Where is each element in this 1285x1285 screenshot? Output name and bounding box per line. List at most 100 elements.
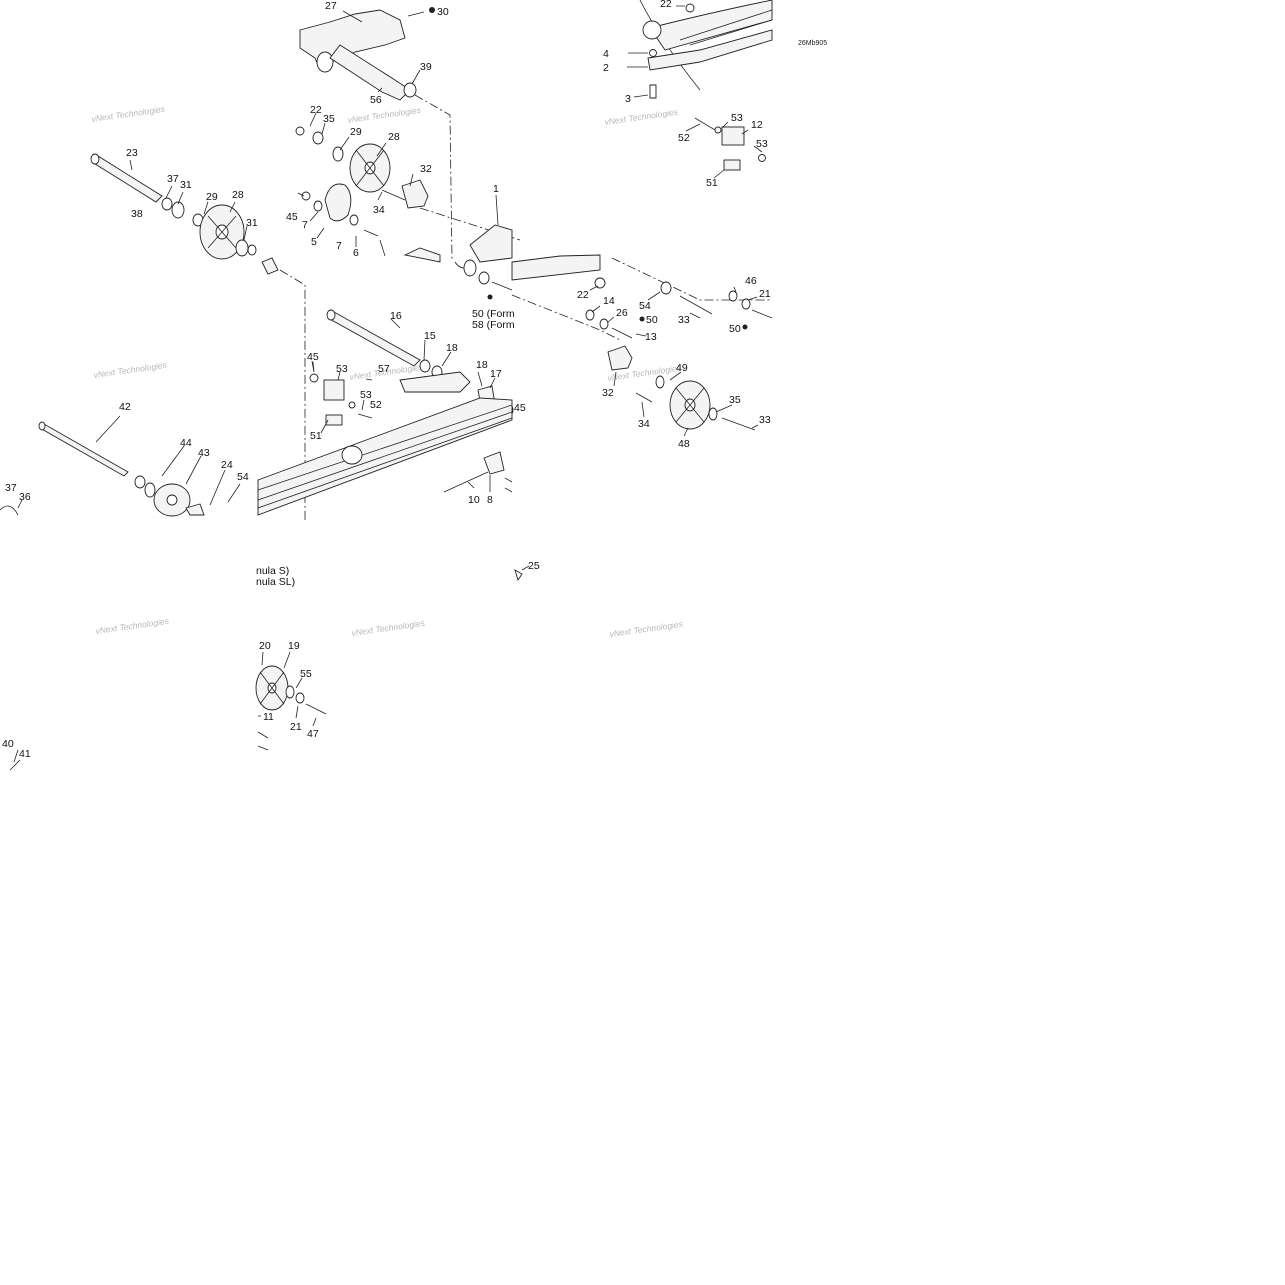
callout-22: 22: [660, 0, 672, 10]
callout-53: 53: [756, 138, 768, 150]
bracket-hole: [316, 51, 334, 73]
callout-36: 36: [19, 491, 31, 503]
spacer-24: [185, 503, 205, 516]
grease-drop-30: [429, 7, 435, 13]
callout-44: 44: [180, 437, 192, 449]
tile-gaps: [0, 258, 66, 260]
callout-41: 41: [19, 748, 31, 760]
bolt-34: [381, 189, 406, 201]
callout-50: 50: [646, 314, 658, 326]
watermark: vNext Technologies: [91, 104, 166, 124]
washer-46: [728, 290, 738, 302]
bolt-50: [491, 281, 513, 291]
callout-20: 20: [259, 640, 271, 652]
callout-21: 21: [290, 721, 302, 733]
diagram-code: 26Mb905: [798, 40, 827, 47]
callout-29: 29: [350, 126, 362, 138]
watermark: vNext Technologies: [95, 616, 170, 636]
nut-4: [649, 49, 657, 57]
callout-35: 35: [323, 113, 335, 125]
callout-6: 6: [353, 247, 359, 259]
callout-13: 13: [645, 331, 657, 343]
callout-18: 18: [446, 342, 458, 354]
spacer-49: [655, 375, 665, 389]
callout-25: 25: [528, 560, 540, 572]
leader-lines: [13, 5, 763, 763]
note-formula-s: 50 (Form: [472, 308, 515, 320]
bracket-assembly: [299, 7, 435, 101]
idler-assembly: [295, 94, 521, 269]
washer-44: [134, 475, 146, 489]
callout-38: 38: [131, 208, 143, 220]
callout-32: 32: [602, 387, 614, 399]
shaft-23: [91, 155, 163, 203]
washer-53b: [348, 401, 356, 409]
callout-23: 23: [126, 147, 138, 159]
watermark: vNext Technologies: [93, 360, 168, 380]
lower-axle-assembly: [0, 421, 205, 517]
washer-21b: [295, 692, 305, 704]
callout-52: 52: [678, 132, 690, 144]
bearing-31: [171, 201, 185, 219]
washer-37: [161, 197, 173, 211]
slider-51: [723, 159, 741, 171]
callout-40: 40: [2, 738, 14, 750]
callout-51: 51: [310, 430, 322, 442]
washer-7b: [349, 214, 359, 226]
washer-54: [660, 281, 672, 295]
callout-3: 3: [625, 93, 631, 105]
callout-48: 48: [678, 438, 690, 450]
grease-drop-50b: [742, 324, 748, 330]
bolt-47: [305, 703, 327, 715]
grease-drop-50c: [487, 294, 493, 300]
block-12: [721, 126, 745, 146]
washer-39: [403, 82, 417, 98]
nut-22c: [594, 277, 606, 289]
note-formula-s-continued: nula S): [256, 565, 289, 577]
callout-15: 15: [424, 330, 436, 342]
callout-34: 34: [373, 204, 385, 216]
shaft-42: [39, 423, 129, 477]
watermark: vNext Technologies: [351, 618, 426, 638]
callout-31: 31: [180, 179, 192, 191]
callout-30: 30: [437, 6, 449, 18]
bolt-52b: [357, 413, 373, 419]
callout-14: 14: [603, 295, 615, 307]
callout-42: 42: [119, 401, 131, 413]
rail-pivot: [642, 20, 662, 40]
note-formula-sl-continued: nula SL): [256, 576, 295, 588]
washer-14: [585, 309, 595, 321]
rail-top-right: [639, 0, 773, 171]
nut-53: [758, 154, 766, 162]
bolt-34b: [635, 392, 653, 403]
spacer-29b: [332, 146, 344, 162]
washer-15: [419, 359, 431, 373]
callout-47: 47: [307, 728, 319, 740]
bolt-6: [363, 229, 379, 237]
callout-4: 4: [603, 48, 609, 60]
callout-8: 8: [487, 494, 493, 506]
callout-37: 37: [5, 482, 17, 494]
callout-22: 22: [310, 104, 322, 116]
block-32b: [607, 345, 633, 371]
callout-43: 43: [198, 447, 210, 459]
callout-51: 51: [706, 177, 718, 189]
washer-53: [714, 126, 722, 134]
front-arm-assembly: [257, 309, 514, 516]
callout-45: 45: [514, 402, 526, 414]
callout-16: 16: [390, 310, 402, 322]
callout-27: 27: [325, 0, 337, 12]
bearing-31b: [235, 239, 249, 257]
watermark: vNext Technologies: [604, 107, 679, 127]
callout-54: 54: [237, 471, 249, 483]
callout-2: 2: [603, 62, 609, 74]
callout-labels: 27 30 22 4 2 3 39 56 22 35 29 28 53 12 5…: [2, 0, 771, 760]
block-53: [323, 379, 345, 401]
washer-7: [313, 200, 323, 212]
watermark: vNext Technologies: [347, 105, 422, 125]
callout-7: 7: [336, 240, 342, 252]
bolt-33: [679, 295, 713, 315]
washer-35b: [708, 407, 718, 421]
washer-35: [312, 131, 324, 145]
frame-1: [469, 224, 513, 263]
